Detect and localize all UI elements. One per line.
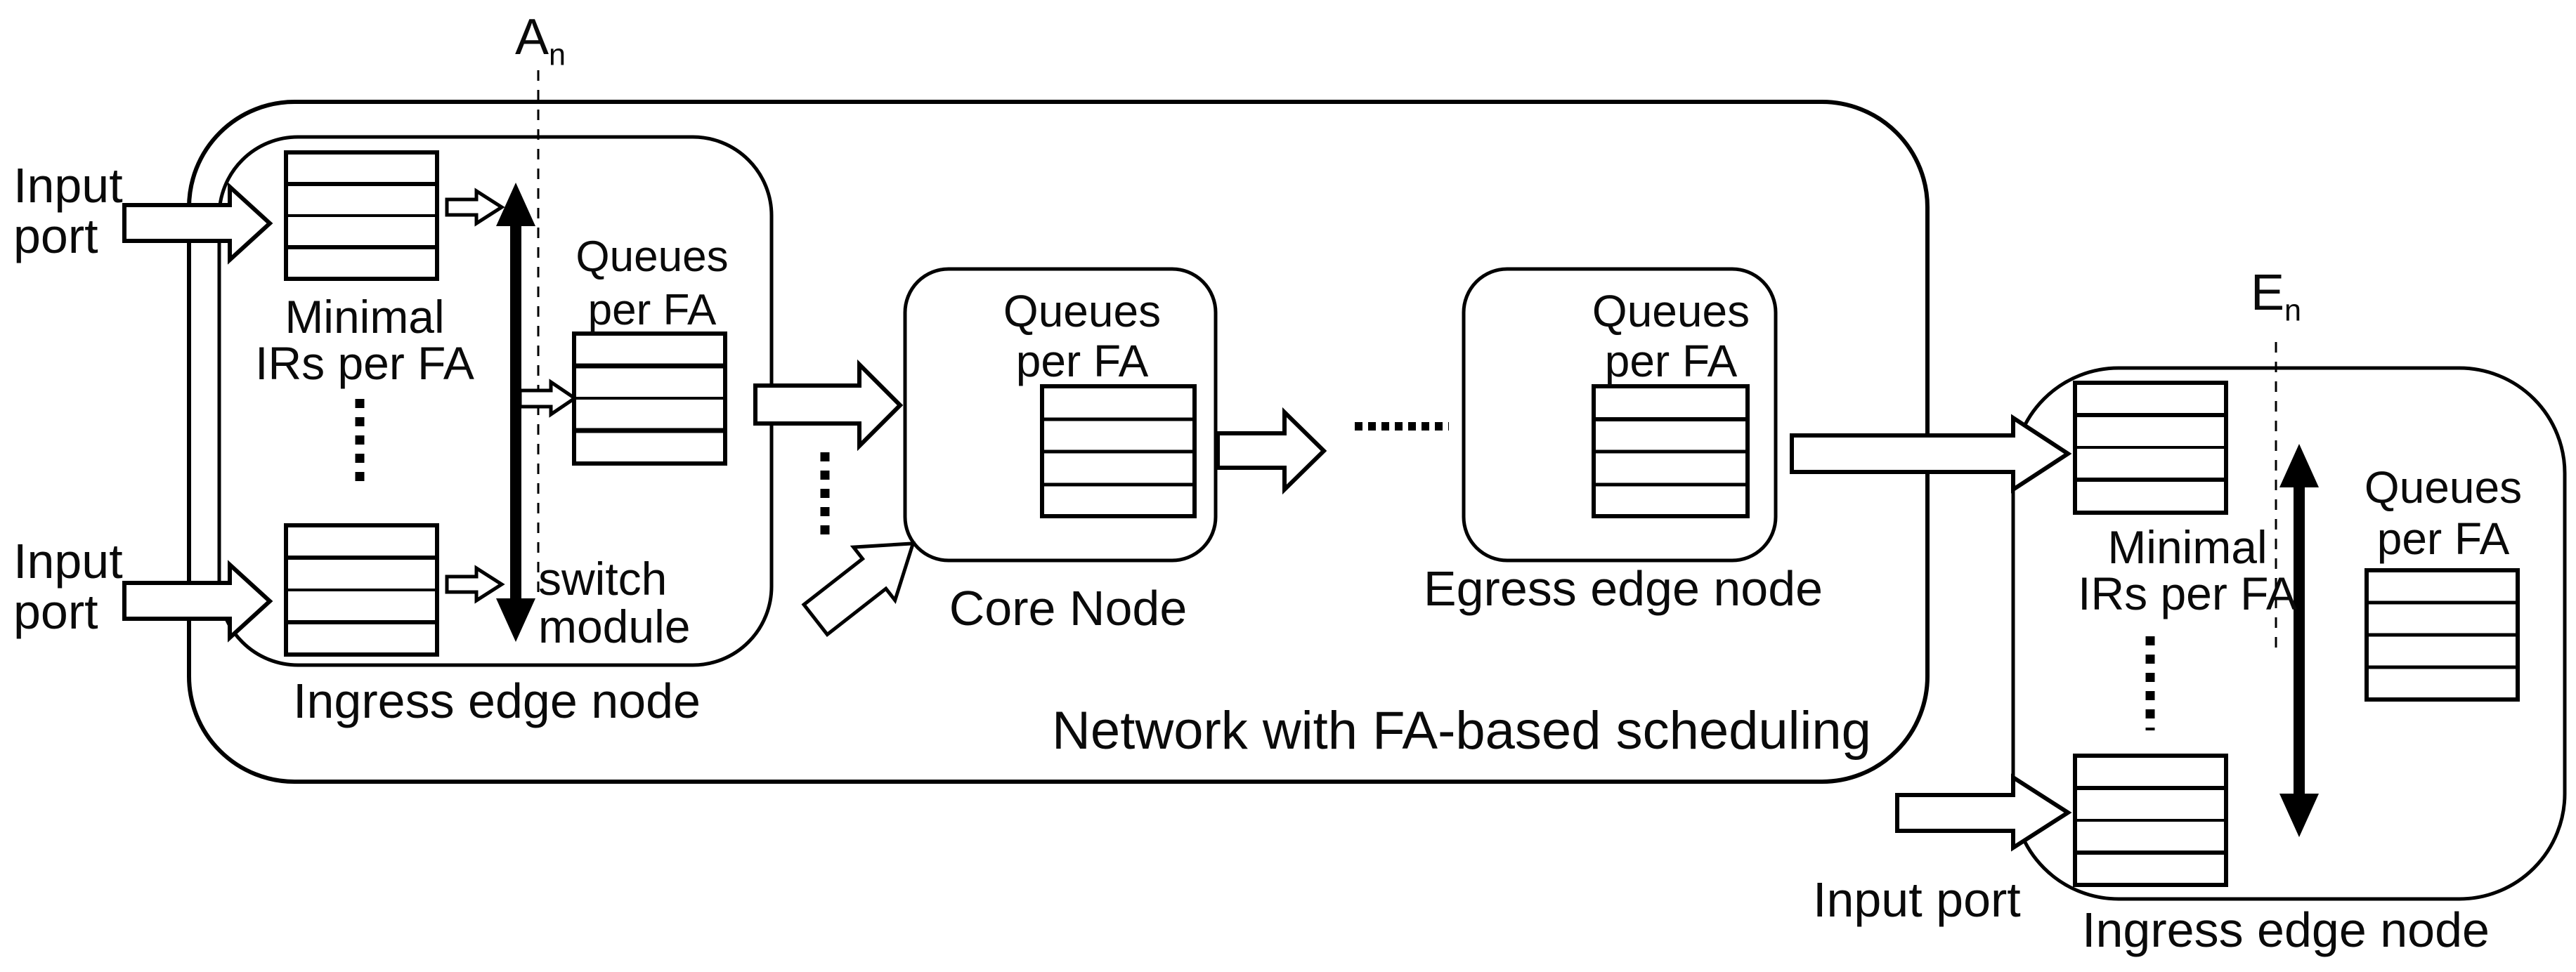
core-to-egress-arrow	[1216, 407, 1327, 495]
input-port-label-right: Input port	[1813, 872, 2021, 927]
input-port-arrow-right	[1895, 773, 2072, 852]
ir-to-switch-arrow-top	[445, 188, 505, 227]
ir-to-switch-arrow-bottom	[445, 565, 505, 604]
queue-stack-right-fa	[2364, 568, 2520, 702]
en-label: En	[2251, 265, 2302, 328]
queue-stack-egress	[1592, 384, 1750, 518]
input-port-arrow-top	[122, 182, 273, 265]
an-label: An	[515, 9, 566, 72]
ingress-to-core-arrow	[753, 359, 904, 452]
egress-to-ingress-arrow	[1790, 414, 2072, 494]
queue-stack-core	[1040, 384, 1197, 518]
ingress-right-label: Ingress edge node	[2082, 902, 2490, 957]
ingress-left-label: Ingress edge node	[293, 674, 701, 728]
network-label: Network with FA-based scheduling	[1052, 701, 1871, 761]
input-port-arrow-bottom	[122, 560, 273, 643]
core-node-label: Core Node	[949, 581, 1188, 636]
queue-stack-right-top	[2073, 381, 2228, 515]
switch-module-arrow-right	[2279, 444, 2319, 837]
queue-stack-ingress-bottom	[284, 523, 439, 657]
egress-node-label: Egress edge node	[1423, 561, 1823, 616]
switch-module-arrow-left	[496, 183, 535, 642]
switch-to-queues-arrow	[518, 379, 578, 418]
other-flow-diagonal-arrow	[801, 541, 916, 637]
queue-stack-ingress-fa	[572, 331, 727, 466]
queue-stack-right-bottom	[2073, 754, 2228, 887]
queue-stack-ingress-top	[284, 150, 439, 281]
